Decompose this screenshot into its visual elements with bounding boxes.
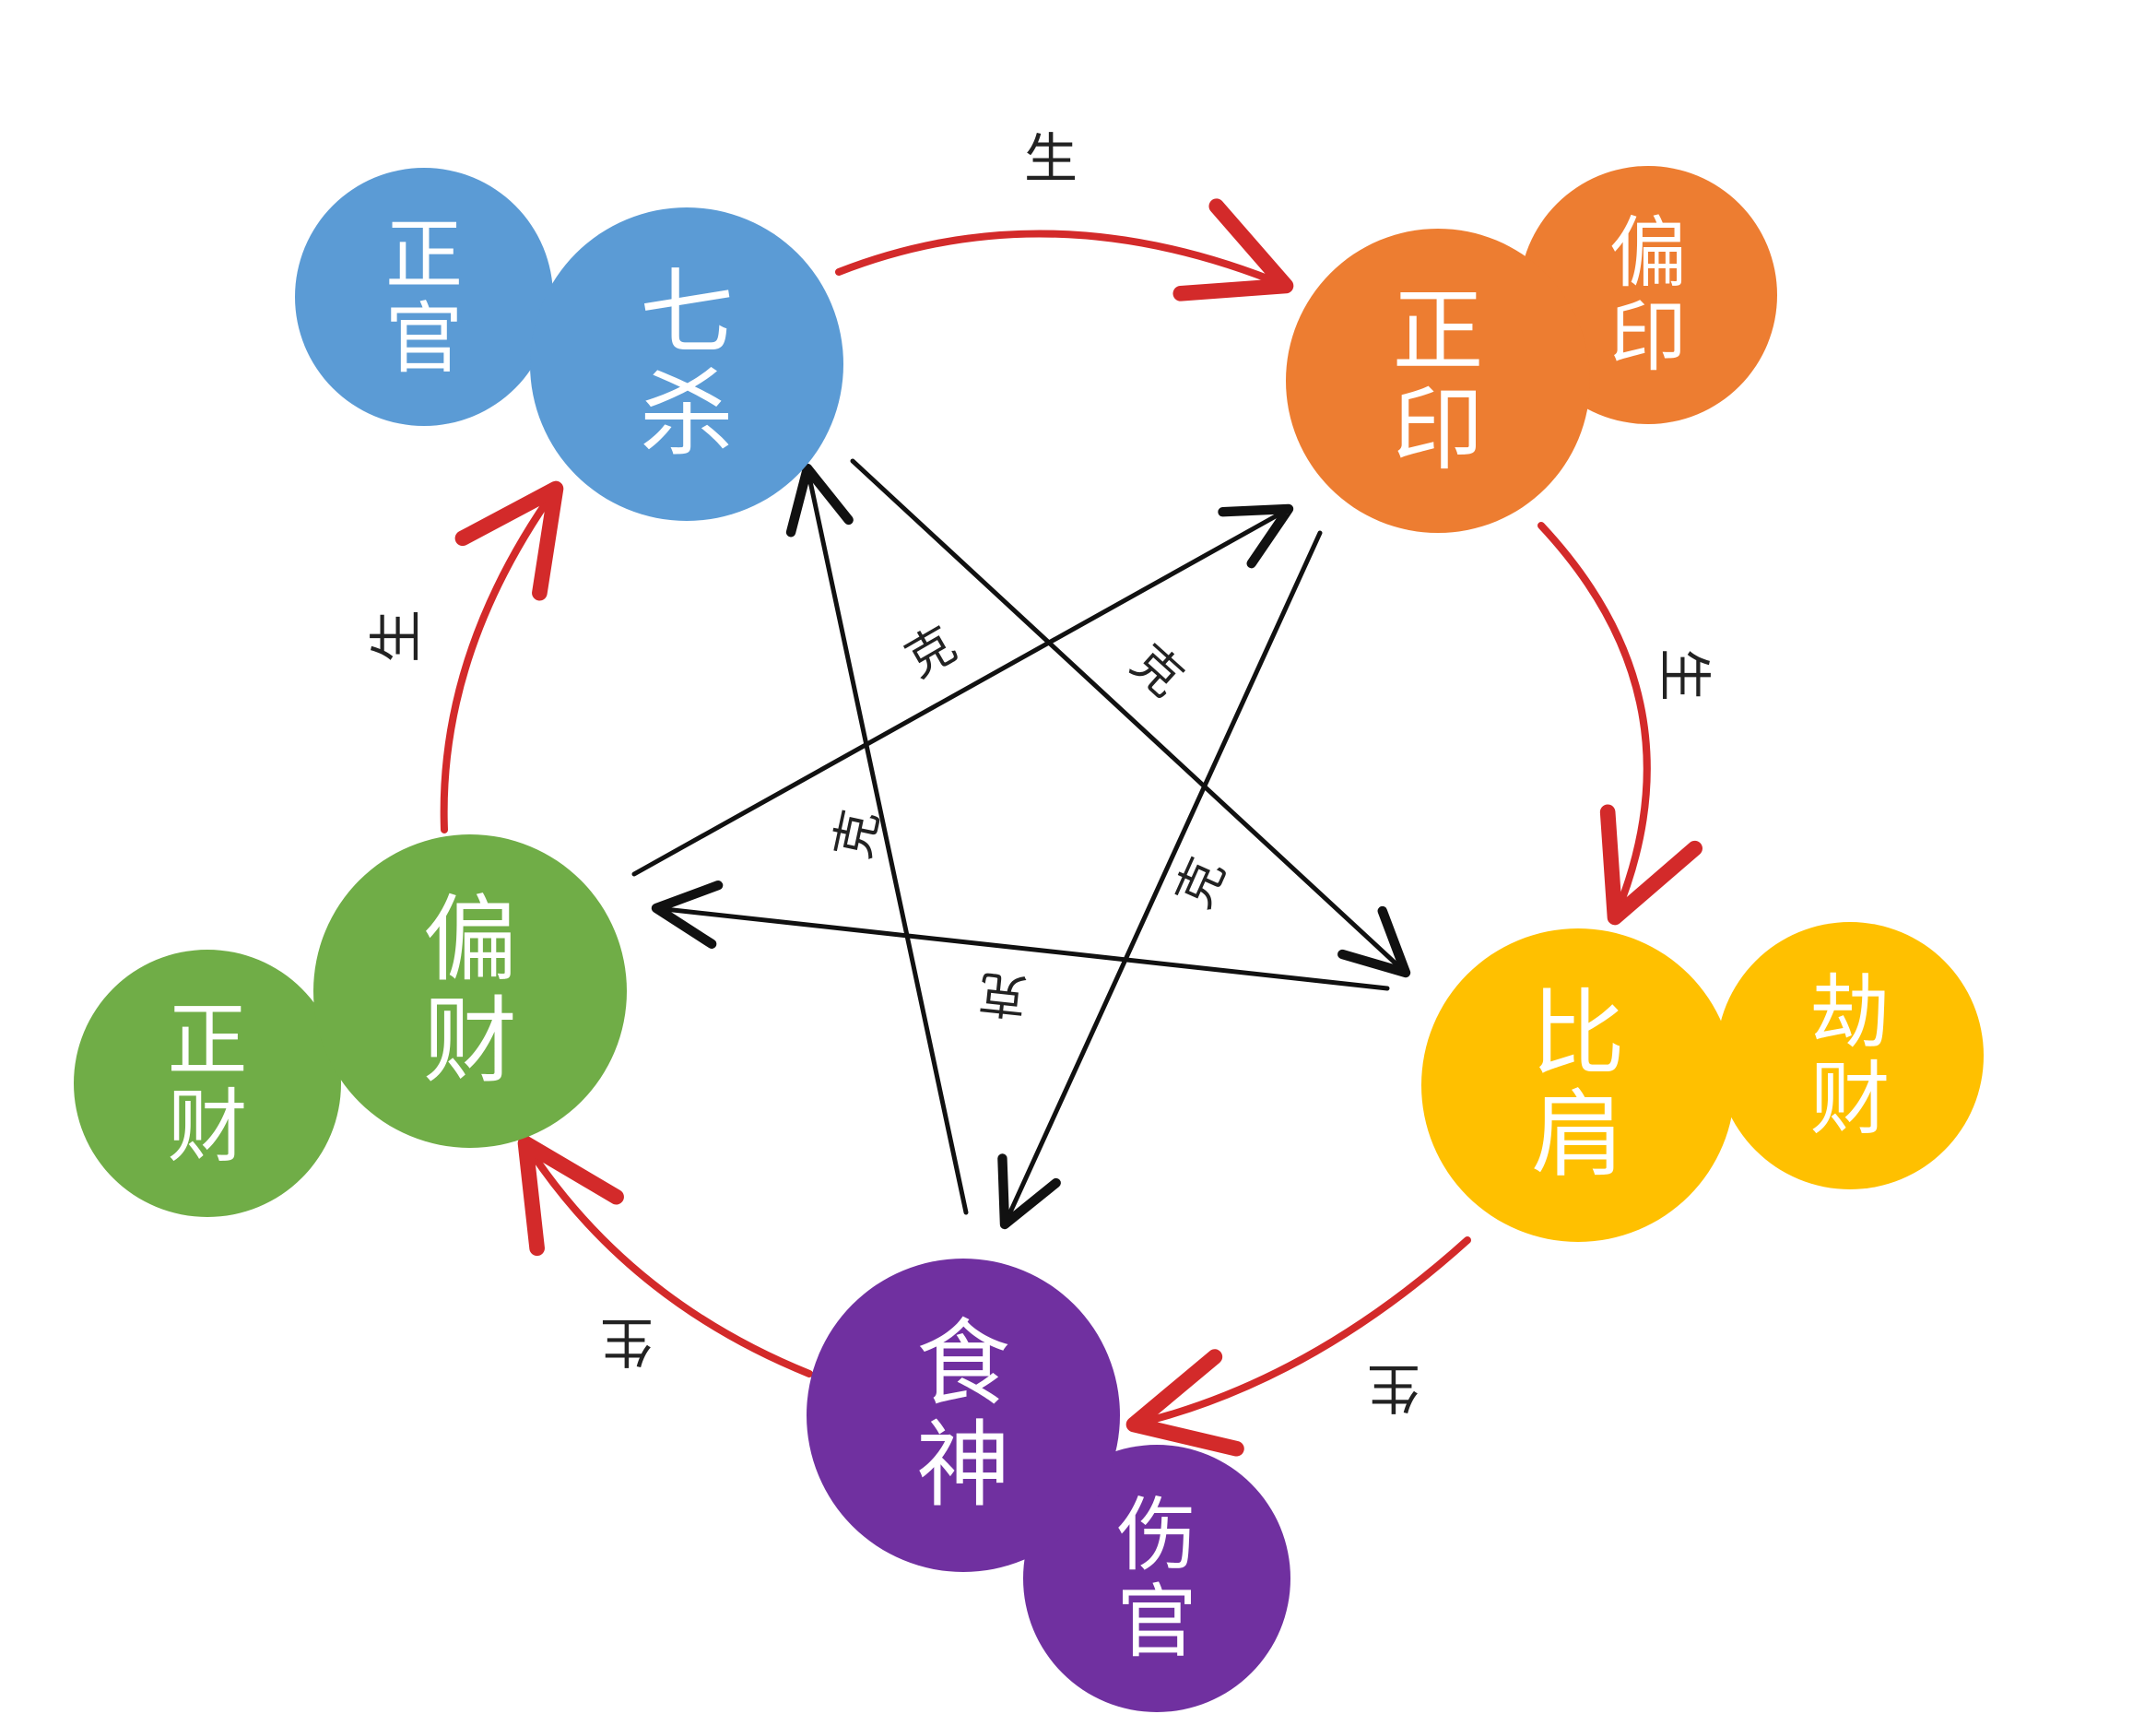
node-guan-secondary-char: 正 [385,210,463,301]
ten-gods-nodes: 正官七杀偏印正印劫财比肩伤官食神正财偏财 [74,166,1984,1712]
ke-arrow-yin-shi: 克 [997,530,1323,1230]
ke-arrow-line [785,463,969,1215]
node-guan-primary-char: 七 [640,258,734,368]
node-bi-primary-char: 肩 [1531,1082,1625,1191]
ke-label: 克 [1121,634,1194,707]
ke-arrow-bi-cai: 克 [651,880,1390,1024]
node-guan-primary-circle [530,207,843,521]
node-cai-secondary-char: 财 [168,1080,248,1174]
node-yin-secondary-char: 偏 [1609,208,1687,299]
ke-arrow-line [997,530,1323,1230]
sheng-arrow-line [835,198,1294,301]
node-guan-secondary: 正官 [295,168,553,426]
node-bi-secondary-char: 劫 [1810,965,1891,1059]
node-cai-primary-char: 财 [423,987,517,1097]
node-bi-primary-char: 比 [1531,979,1625,1089]
ke-label: 克 [896,617,965,689]
ke-arrow-line [651,880,1390,991]
sheng-arrow-line [517,1135,813,1377]
node-cai-primary-char: 偏 [423,885,517,995]
sheng-label: 生 [600,1310,654,1373]
node-shi-secondary-char: 官 [1117,1575,1197,1669]
node-guan: 正官七杀 [295,168,843,521]
sheng-arrow-guan-yin: 生 [835,127,1294,301]
node-guan-secondary-char: 官 [385,293,463,384]
node-bi-secondary-circle [1716,922,1984,1189]
sheng-arrow-line [1537,522,1702,926]
node-shi-primary: 食神 [807,1259,1120,1572]
node-yin-primary-char: 正 [1393,278,1484,384]
sheng-arrow-shi-cai: 生 [517,1135,813,1377]
sheng-label: 生 [1024,127,1078,190]
node-cai-primary-circle [313,834,627,1148]
node-yin-primary-char: 印 [1393,377,1484,483]
ke-label: 克 [1166,850,1236,916]
node-shi-primary-char: 食 [916,1309,1010,1419]
node-bi-secondary-char: 财 [1810,1052,1891,1146]
sheng-label: 生 [1653,648,1715,702]
sheng-arrow-line [1125,1236,1471,1457]
ke-arrow-shi-guan: 克 [785,463,969,1215]
node-shi-primary-circle [807,1259,1120,1572]
ke-label: 克 [976,963,1030,1023]
node-cai-secondary-circle [74,950,341,1217]
sheng-label: 生 [365,609,428,663]
node-shi-secondary-char: 伤 [1117,1488,1197,1582]
sheng-arrow-line [440,480,564,833]
node-cai-secondary: 正财 [74,950,341,1217]
sheng-arrow-yin-bi: 生 [1537,522,1715,926]
node-guan-primary-char: 杀 [640,361,734,470]
ke-label: 克 [825,805,889,863]
node-shi-primary-char: 神 [916,1412,1010,1521]
node-cai-secondary-char: 正 [168,993,248,1087]
ke-arrow-line [631,503,1294,877]
node-shi-secondary: 伤官 [1023,1445,1290,1712]
node-cai-primary: 偏财 [313,834,627,1148]
node-bi-primary-circle [1421,928,1735,1242]
node-yin-primary-circle [1286,229,1590,533]
node-yin-primary: 正印 [1286,229,1590,533]
node-bi-primary: 比肩 [1421,928,1735,1242]
sheng-arrow-cai-guan: 生 [365,480,564,833]
sheng-label: 生 [1367,1356,1420,1419]
node-bi-secondary: 劫财 [1716,922,1984,1189]
ke-arrow-line [850,458,1411,978]
node-shi-secondary-circle [1023,1445,1290,1712]
node-yin-secondary-char: 印 [1609,291,1687,382]
ke-arrow-guan-bi: 克 [850,458,1411,978]
sheng-arrow-bi-shi: 生 [1125,1236,1471,1457]
node-guan-secondary-circle [295,168,553,426]
node-guan-primary: 七杀 [530,207,843,521]
